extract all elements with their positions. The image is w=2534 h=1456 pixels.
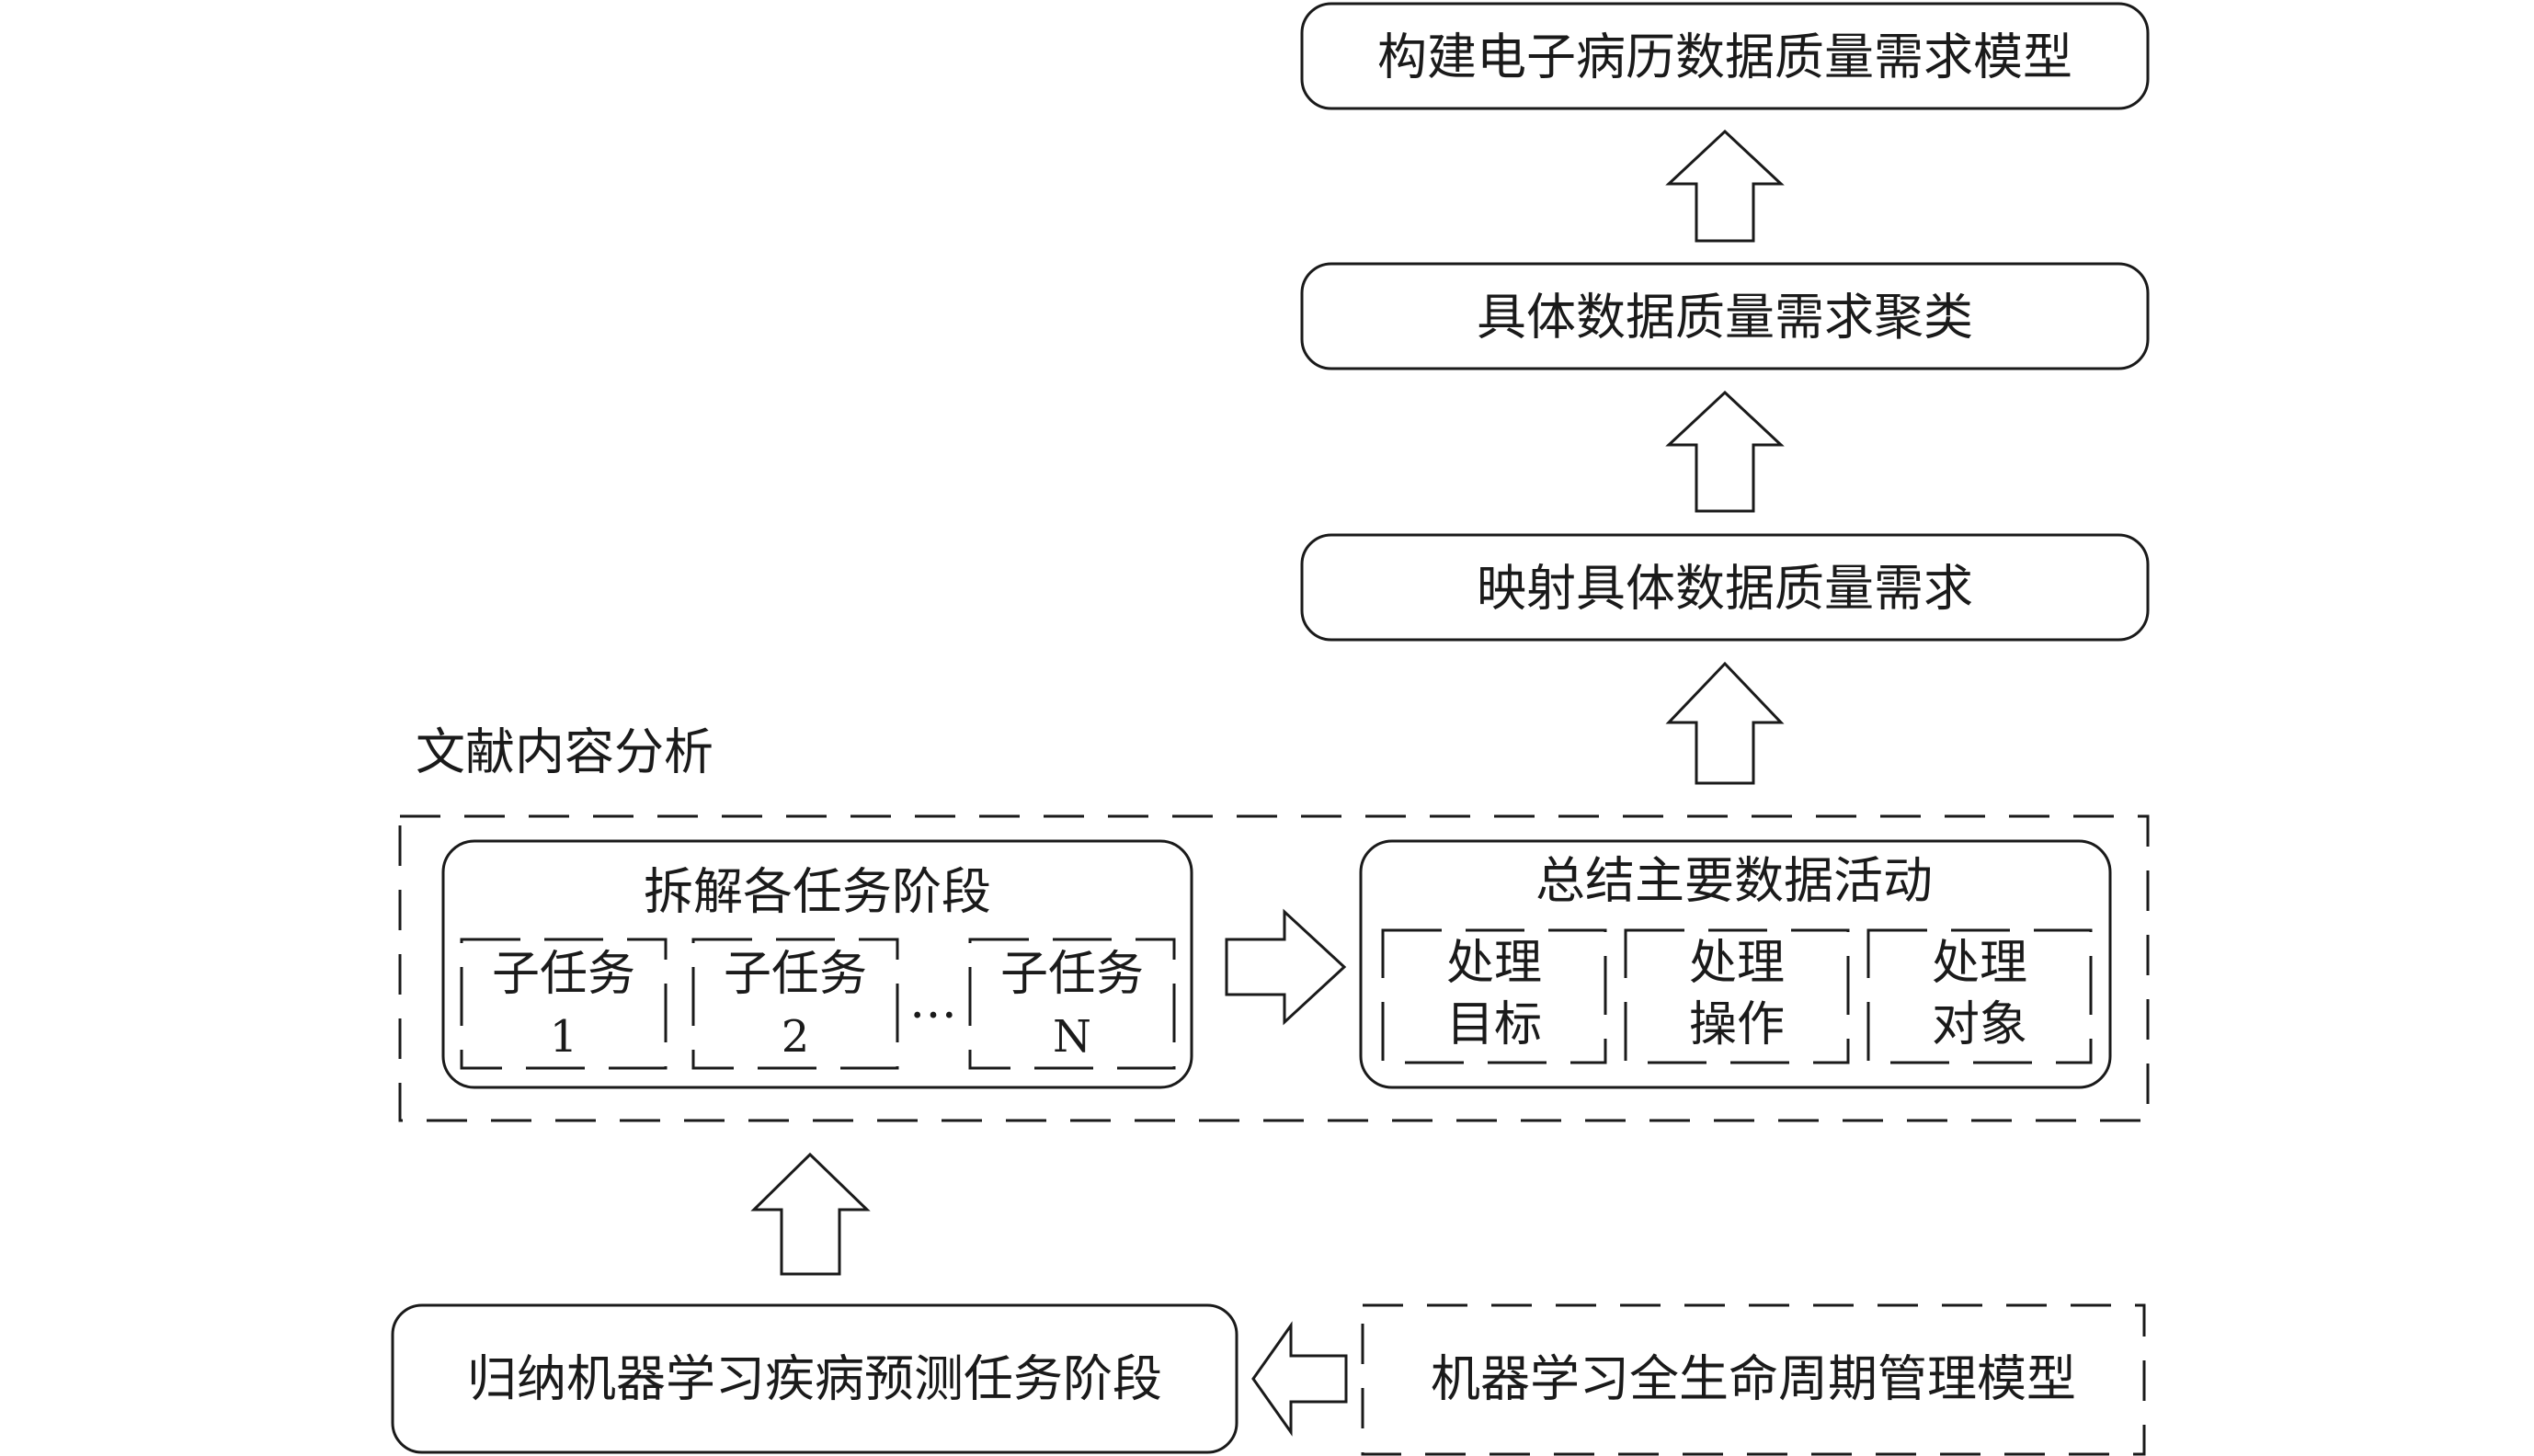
subtask-label: 子任务 [492, 947, 635, 1002]
map-box [1300, 533, 2150, 642]
right-arrow-icon [1225, 908, 1347, 1026]
build-model-box [1300, 2, 2150, 110]
induce-stages-label: 归纳机器学习疾病预测任务阶段 [467, 1350, 1162, 1408]
up-arrow-icon [750, 1152, 871, 1276]
activity-label: 对象 [1932, 997, 2027, 1052]
summarize-box [1359, 839, 2112, 1089]
subtask-label: 子任务 [724, 947, 867, 1002]
literature-analysis-label: 文献内容分析 [416, 723, 713, 781]
up-arrow-icon [1665, 129, 1785, 243]
subtask-frame [460, 938, 1176, 1070]
summarize-title: 总结主要数据活动 [1535, 852, 1933, 910]
activity-label: 处理 [1689, 936, 1785, 991]
subtask-number: N [1053, 1011, 1091, 1063]
decompose-box [441, 839, 1193, 1089]
activity-label: 目标 [1446, 997, 1542, 1052]
up-arrow-icon [1665, 390, 1785, 513]
induce-stages-box [391, 1303, 1238, 1454]
activity-label: 操作 [1689, 997, 1785, 1052]
literature-analysis-frame [398, 814, 2150, 1122]
map-label: 映射具体数据质量需求 [1477, 560, 1973, 618]
decompose-title: 拆解各任务阶段 [644, 863, 991, 921]
subtask-number: 1 [550, 1011, 578, 1063]
build-model-label: 构建电子病历数据质量需求模型 [1377, 28, 2072, 86]
cluster-box [1300, 262, 2150, 370]
cluster-label: 具体数据质量需求聚类 [1477, 289, 1973, 347]
subtask-number: 2 [782, 1011, 810, 1063]
ml-lifecycle-box [1361, 1303, 2146, 1456]
activity-frame [1381, 928, 2093, 1064]
subtask-label: 子任务 [1000, 947, 1144, 1002]
up-arrow-icon [1665, 661, 1785, 785]
activity-label: 处理 [1932, 936, 2027, 991]
left-arrow-icon [1251, 1321, 1348, 1437]
ml-lifecycle-label: 机器学习全生命周期管理模型 [1431, 1350, 2076, 1408]
activity-label: 处理 [1446, 936, 1542, 991]
ellipsis: … [909, 974, 957, 1029]
